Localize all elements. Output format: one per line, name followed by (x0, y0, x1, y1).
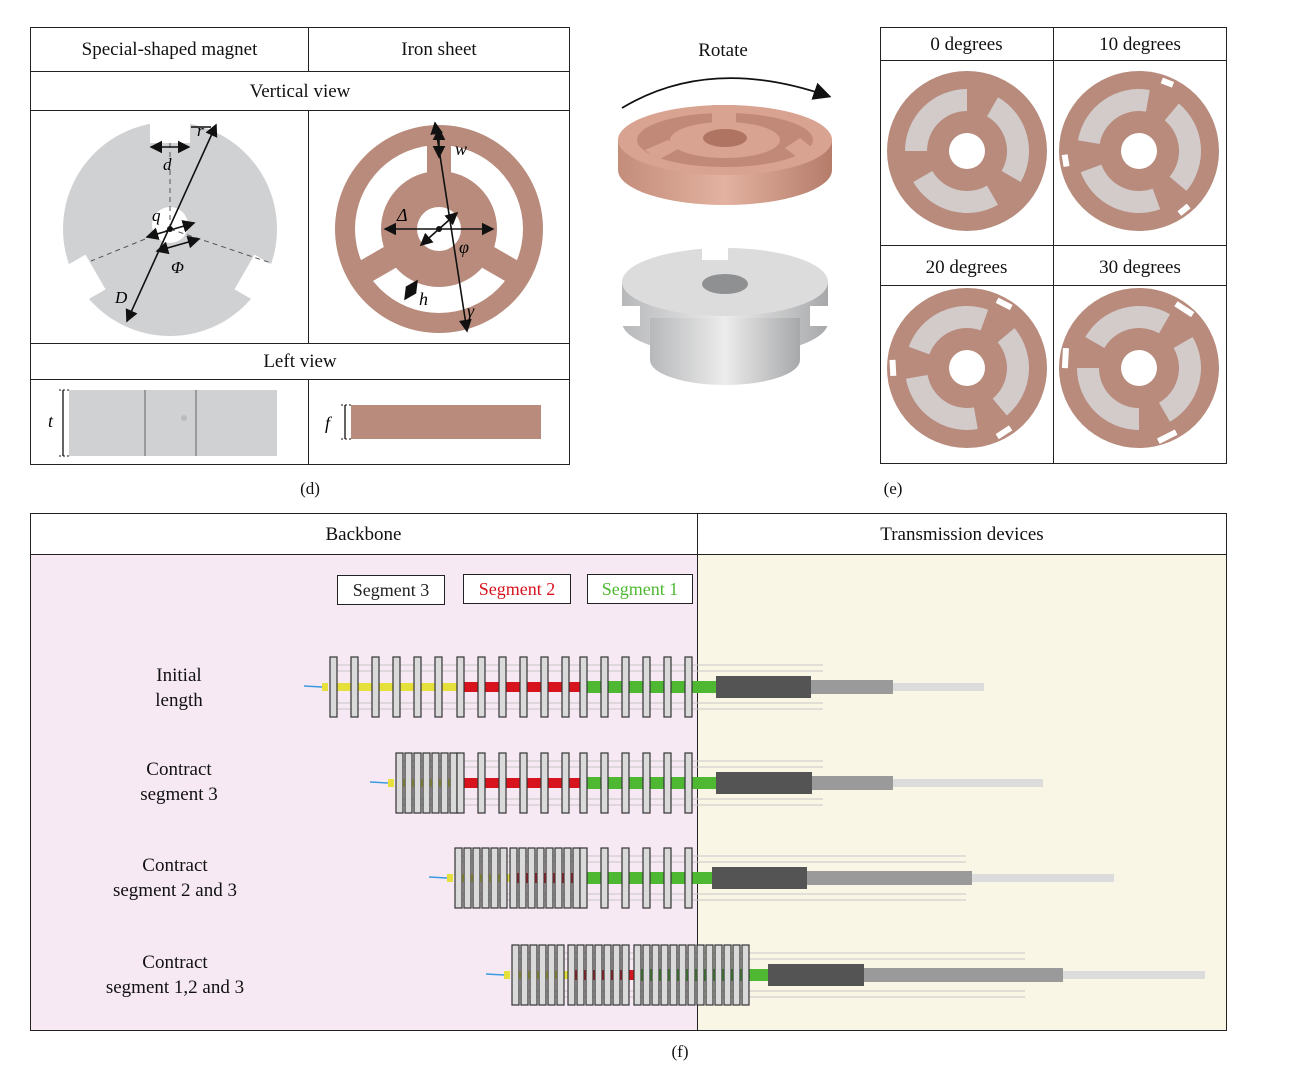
backbone-row-3 (485, 944, 1205, 1006)
angle-20-label: 20 degrees (925, 257, 1008, 278)
rotation-disc-2 (887, 288, 1047, 448)
iron-sheet-3d (618, 105, 832, 205)
backbone-row-1 (369, 752, 1043, 814)
magnet-3d (622, 246, 828, 385)
legend-segment-1: Segment 1 (587, 574, 693, 604)
iron-center-dot (436, 226, 442, 232)
d-left-view-right (308, 379, 570, 465)
row-1-line1: Contract (146, 759, 212, 780)
caption-f: (f) (671, 1042, 689, 1061)
sym-q: q (152, 206, 161, 225)
special-magnet-top-view: d r q Φ D (63, 117, 277, 336)
sym-f: f (325, 413, 333, 433)
rotate-3d-illustration (618, 77, 832, 385)
row-0-line2: length (155, 690, 203, 711)
row-3-line1: Contract (142, 952, 208, 973)
d-col-left-title: Special-shaped magnet (81, 39, 258, 60)
sym-varphi: φ (459, 237, 469, 257)
row-3-line2: segment 1,2 and 3 (105, 977, 245, 998)
sym-d: d (163, 155, 172, 174)
sym-Phi: Φ (171, 258, 184, 277)
backbone-row-2 (428, 847, 1114, 909)
angle-30-label: 30 degrees (1099, 257, 1181, 278)
sym-w: w (455, 139, 467, 159)
d-left-view-title: Left view (263, 351, 337, 372)
row-contract-3-label: Contract segment 3 (94, 757, 264, 807)
f-transmission-title: Transmission devices (880, 524, 1044, 545)
iron-side-rect (351, 405, 541, 439)
rotation-disc-3 (1059, 288, 1219, 448)
legend-segment-3: Segment 3 (337, 575, 445, 605)
rotation-discs (887, 71, 1219, 448)
row-contract-23-label: Contract segment 2 and 3 (90, 853, 260, 903)
row-2-line1: Contract (142, 855, 208, 876)
d-vertical-view-title: Vertical view (249, 81, 351, 102)
f-backbone-title: Backbone (325, 524, 402, 545)
row-0-line1: Initial (156, 665, 202, 686)
iron-side-view: f (325, 404, 541, 440)
caption-e: (e) (883, 479, 903, 498)
sym-h: h (419, 289, 428, 309)
caption-d: (d) (300, 479, 320, 498)
legend-segment-2: Segment 2 (463, 574, 571, 604)
sym-D: D (114, 288, 128, 307)
rotate-arrow (621, 77, 832, 109)
backbone-row-0 (303, 656, 984, 718)
magnet-center-dot (167, 226, 173, 232)
magnet-side-view: t (48, 389, 277, 457)
rotation-disc-1 (1059, 71, 1219, 231)
sym-r: r (197, 121, 204, 140)
rotate-label: Rotate (698, 40, 748, 61)
dim-Phi-arrow (155, 235, 201, 255)
f-frame (30, 513, 1227, 1031)
dim-h-arrow (404, 279, 418, 301)
row-1-line2: segment 3 (140, 784, 218, 805)
rotation-disc-0 (887, 71, 1047, 231)
iron-sheet-top-view: w Δ φ h γ (335, 121, 543, 333)
sym-t: t (48, 411, 54, 431)
row-contract-123-label: Contract segment 1,2 and 3 (90, 950, 260, 1000)
angle-10-label: 10 degrees (1099, 34, 1181, 55)
row-2-line2: segment 2 and 3 (112, 880, 237, 901)
sym-gamma: γ (467, 301, 475, 321)
angle-0-label: 0 degrees (930, 34, 1003, 55)
row-initial-label: Initial length (94, 663, 264, 713)
d-col-right-title: Iron sheet (401, 39, 477, 60)
magnet-side-rect (69, 390, 277, 456)
sym-Delta: Δ (396, 205, 408, 225)
